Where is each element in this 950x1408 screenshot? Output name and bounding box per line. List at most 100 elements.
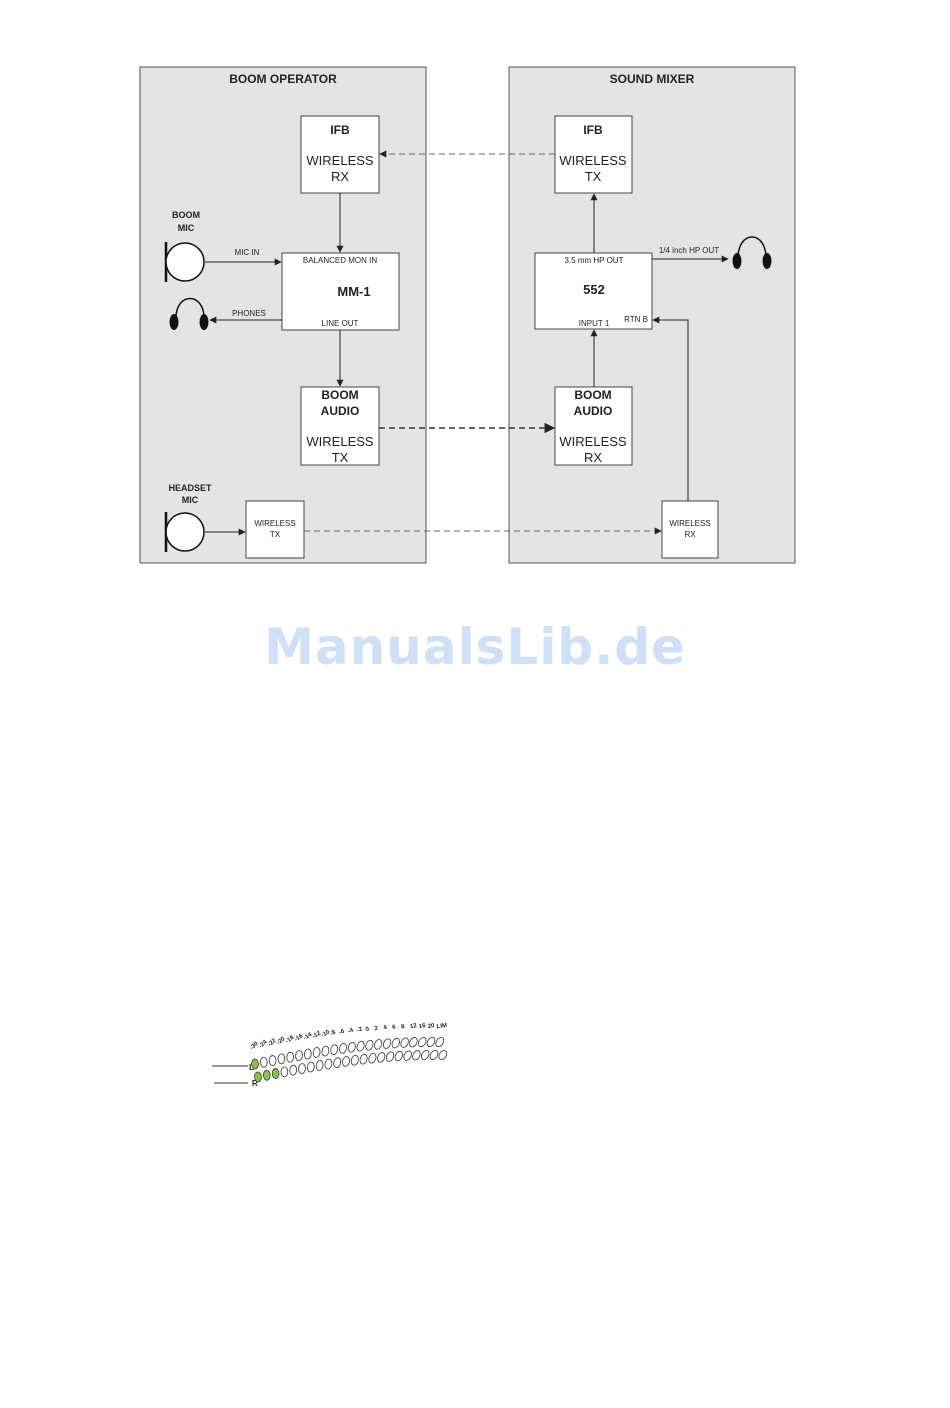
meter-channel-l: L [249,1063,254,1072]
headset-mic-label2: MIC [182,495,199,505]
meter-scale-label: -16 [294,1033,305,1043]
boom-rx-title2: AUDIO [574,404,613,418]
meter-segment-left [391,1037,400,1049]
meter-segment-left [426,1036,436,1048]
boom-audio-rx-box [554,386,633,466]
mm1-input-label: BALANCED MON IN [303,256,377,265]
meter-segment-right [254,1071,262,1083]
sound-mixer-title: SOUND MIXER [610,72,695,86]
meter-segment-left [303,1048,312,1060]
mixer-input1-label: INPUT 1 [579,319,610,328]
boom-tx-line1: WIRELESS [306,434,374,449]
ifb-tx-line1: WIRELESS [559,153,627,168]
ifb-wireless-rx-box [300,115,380,194]
meter-segment-left [356,1040,365,1052]
meter-segment-left [374,1039,383,1050]
meter-segment-left [435,1037,445,1048]
meter-scale-label: 20 [427,1023,435,1030]
meter-segment-right [350,1054,359,1066]
meter-segment-left [277,1053,286,1065]
meter-segment-left [417,1037,427,1048]
meter-segment-right [342,1056,350,1067]
boom-tx-title2: AUDIO [321,404,360,418]
meter-segment-right [420,1050,430,1061]
meter-segment-right [333,1057,342,1069]
meter-segment-left [286,1051,295,1063]
meter-scale-label: 0 [365,1026,371,1033]
meter-segment-right [315,1060,324,1071]
meter-segment-left [382,1038,392,1049]
meter-segment-right [394,1050,403,1062]
watermark: ManualsLib.de [264,618,686,676]
boom-audio-tx-box [300,386,380,466]
meter-segment-right [438,1050,448,1061]
meter-scale-label: 16 [419,1023,427,1030]
meter-segment-left [339,1043,347,1054]
mixer-rtnb-label: RTN B [624,315,648,324]
meter-scale-label: 4 [383,1025,389,1032]
quarter-hp-label: 1/4 inch HP OUT [659,246,719,255]
meter-channel-r: R [252,1079,258,1088]
meter-segment-right [368,1052,377,1064]
boom-rx-title1: BOOM [574,388,611,402]
meter-scale-label: LIM [436,1023,447,1030]
boom-headphones-icon [169,297,209,330]
meter-scale-label: -30 [249,1041,260,1052]
meter-segment-right [412,1050,421,1061]
meter-segment-right [377,1052,386,1063]
headset-wireless-rx-box [661,500,719,559]
meter-segment-left [251,1058,259,1070]
boom-tx-title1: BOOM [321,388,358,402]
headset-tx-line1: WIRELESS [254,519,295,528]
meter-segment-left [295,1050,303,1061]
meter-segment-right [403,1050,412,1061]
ifb-tx-title: IFB [583,123,603,137]
meter-scale-label: -20 [276,1036,287,1047]
headset-mic-icon [164,512,205,552]
meter-segment-right [359,1053,368,1065]
mixer-552-name: 552 [583,282,605,297]
phones-label: PHONES [232,309,266,318]
meter-scale-label: 12 [410,1023,418,1030]
meter-scale-label: -10 [320,1029,331,1039]
ifb-wireless-tx-box [554,115,633,194]
boom-tx-line2: TX [332,450,349,465]
mm1-output-label: LINE OUT [322,319,359,328]
headset-rx-line2: RX [684,530,696,539]
headset-mic-label1: HEADSET [168,483,212,493]
boom-operator-title: BOOM OPERATOR [229,72,337,86]
boom-rx-line1: WIRELESS [559,434,627,449]
meter-segment-right [324,1058,333,1070]
boom-mic-label2: MIC [178,223,195,233]
meter-segment-left [400,1037,409,1048]
meter-segment-left [330,1044,339,1056]
meter-segment-right [280,1066,289,1078]
mm1-name: MM-1 [337,284,370,299]
meter-segment-left [409,1037,418,1048]
meter-scale-label: -22 [267,1037,278,1048]
meter-segment-left [321,1045,330,1057]
meter-scale-label: -2 [356,1026,364,1034]
meter-scale-label: 6 [392,1024,397,1031]
meter-scale-label: -8 [329,1029,337,1037]
meter-scale-label: -4 [347,1027,355,1035]
meter-segment-right [289,1064,298,1076]
mixer-hp-out-label: 3.5 mm HP OUT [565,256,624,265]
meter-segment-right [262,1069,271,1081]
meter-segment-left [312,1047,321,1058]
meter-scale-label: 8 [401,1024,406,1031]
meter-segment-left [347,1041,356,1053]
meter-scale-label: -6 [338,1028,346,1036]
meter-segment-right [298,1063,306,1074]
mixer-headphones-icon [732,236,772,269]
ifb-rx-title: IFB [330,123,350,137]
boom-mic-icon [164,242,205,282]
meter-scale-label: -24 [258,1039,269,1050]
meter-segment-right [306,1061,315,1073]
ifb-tx-line2: TX [585,169,602,184]
headsetrx-to-rtnb-arrow [652,316,689,501]
meter-segment-left [365,1039,374,1051]
meter-scale-label: -12 [312,1030,323,1040]
